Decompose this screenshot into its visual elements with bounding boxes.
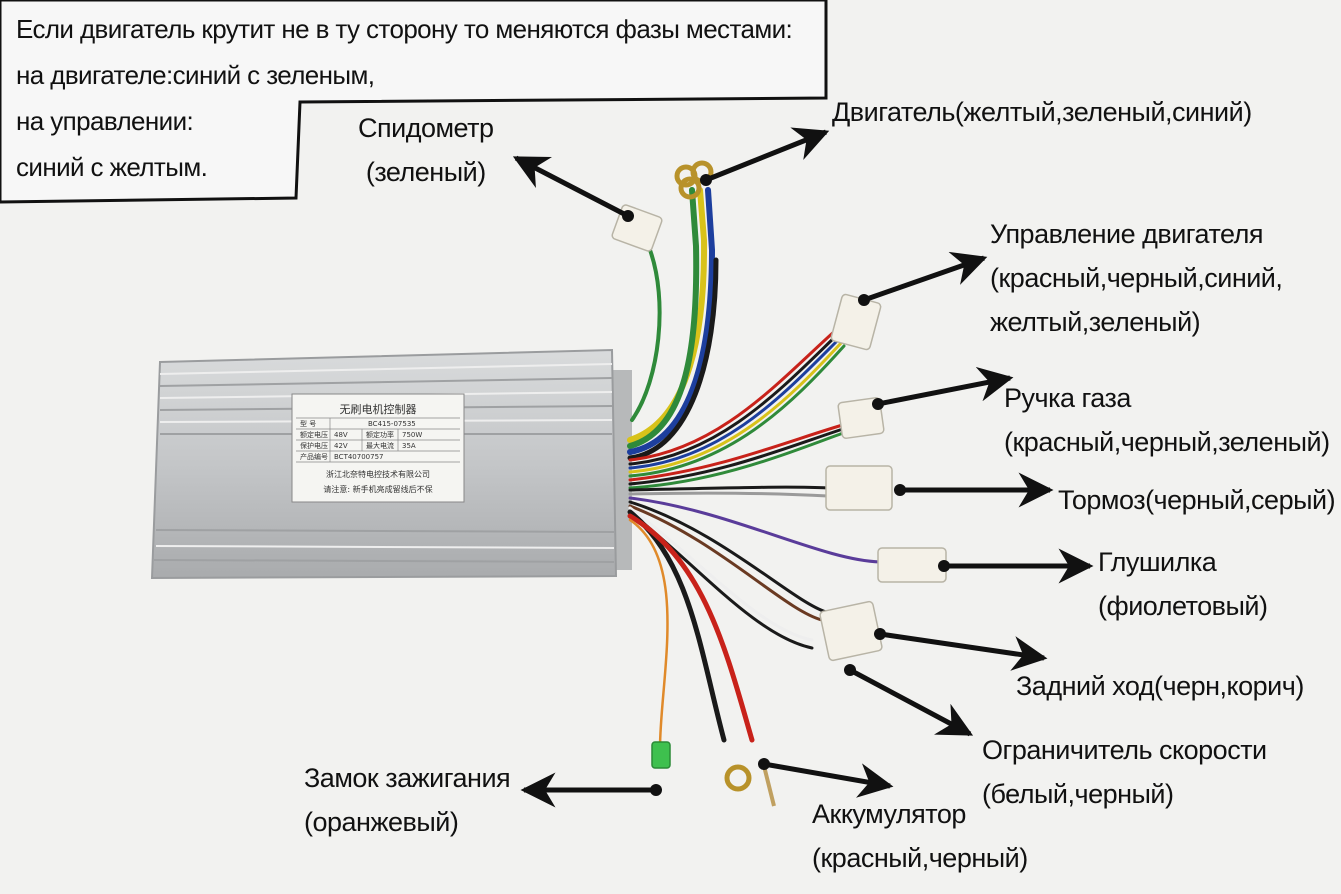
plate-cell: 型 号 <box>300 419 316 428</box>
label-throttle: Ручка газа (красный,черный,зеленый) <box>1004 383 1330 457</box>
arrow-throttle <box>877 366 1014 407</box>
plate-cell: 额定功率 <box>366 430 394 439</box>
nameplate-warning: 请注意: 新手机亮成留线后不保 <box>323 484 432 494</box>
ring-terminals <box>674 160 776 807</box>
label-motor-control: Управление двигателя (красный,черный,син… <box>990 219 1283 337</box>
note-box <box>0 0 828 204</box>
plate-cell: 产品编号 <box>300 452 328 461</box>
plate-cell: 额定电压 <box>300 430 328 439</box>
plate-cell: BCT40700757 <box>334 453 383 461</box>
wire-bundle <box>627 187 882 750</box>
plate-cell: BC415-07535 <box>368 420 416 428</box>
label-speedometer: Спидометр (зеленый) <box>358 113 494 187</box>
note-line: на двигателе:синий с зеленым, <box>16 60 375 90</box>
arrow-dots <box>622 174 950 796</box>
label-motor: Двигатель(желтый,зеленый,синий) <box>832 97 1252 127</box>
plate-cell: 48V <box>334 431 348 439</box>
arrow-motor-control <box>863 251 988 303</box>
connector-throttle <box>837 397 885 439</box>
phase-swap-note: Если двигатель крутит не в ту сторону то… <box>16 6 793 190</box>
label-kill-switch: Глушилка (фиолетовый) <box>1098 547 1268 621</box>
label-brake: Тормоз(черный,серый) <box>1058 485 1336 515</box>
plate-cell: 42V <box>334 442 348 450</box>
nameplate-rows: 型 号 BC415-07535 额定电压 48V 额定功率 750W 保护电压 … <box>296 417 460 463</box>
arrow-reverse <box>879 631 1048 671</box>
connector-kill-switch <box>877 547 947 583</box>
annotation-arrows <box>512 127 1094 808</box>
plate-cell: 35A <box>402 442 416 450</box>
nameplate: 无刷电机控制器 型 号 BC415-07535 额定电压 48V 额定功率 75… <box>291 393 465 503</box>
plate-cell: 保护电压 <box>300 441 328 450</box>
nameplate-maker: 浙江北奈特电控技术有限公司 <box>326 469 430 479</box>
arrow-battery <box>763 761 894 798</box>
plate-cell: 最大电流 <box>366 441 394 450</box>
motor-ring-terminal <box>678 176 702 200</box>
connector-reverse <box>819 600 883 662</box>
battery-pin-terminal <box>762 765 776 807</box>
label-ignition: Замок зажигания (оранжевый) <box>304 763 511 837</box>
connector-ignition <box>651 741 671 769</box>
connector-motor-control <box>830 293 882 351</box>
arrow-motor <box>705 127 830 183</box>
label-speed-limiter: Ограничитель скорости (белый,черный) <box>982 735 1267 809</box>
note-line: Если двигатель крутит не в ту сторону то… <box>16 14 793 44</box>
plate-cell: 750W <box>402 431 422 439</box>
note-line: на управлении: <box>16 106 194 136</box>
nameplate-title: 无刷电机控制器 <box>340 402 417 416</box>
label-battery: Аккумулятор (красный,черный) <box>812 799 1028 873</box>
arrow-speed-limiter <box>848 667 974 737</box>
note-line: синий с желтым. <box>16 152 208 182</box>
label-reverse: Задний ход(черн,корич) <box>1016 671 1304 701</box>
battery-ring-terminal <box>724 764 752 792</box>
connector-brake <box>825 465 893 511</box>
arrow-speedometer <box>512 155 630 219</box>
connectors <box>611 204 947 769</box>
